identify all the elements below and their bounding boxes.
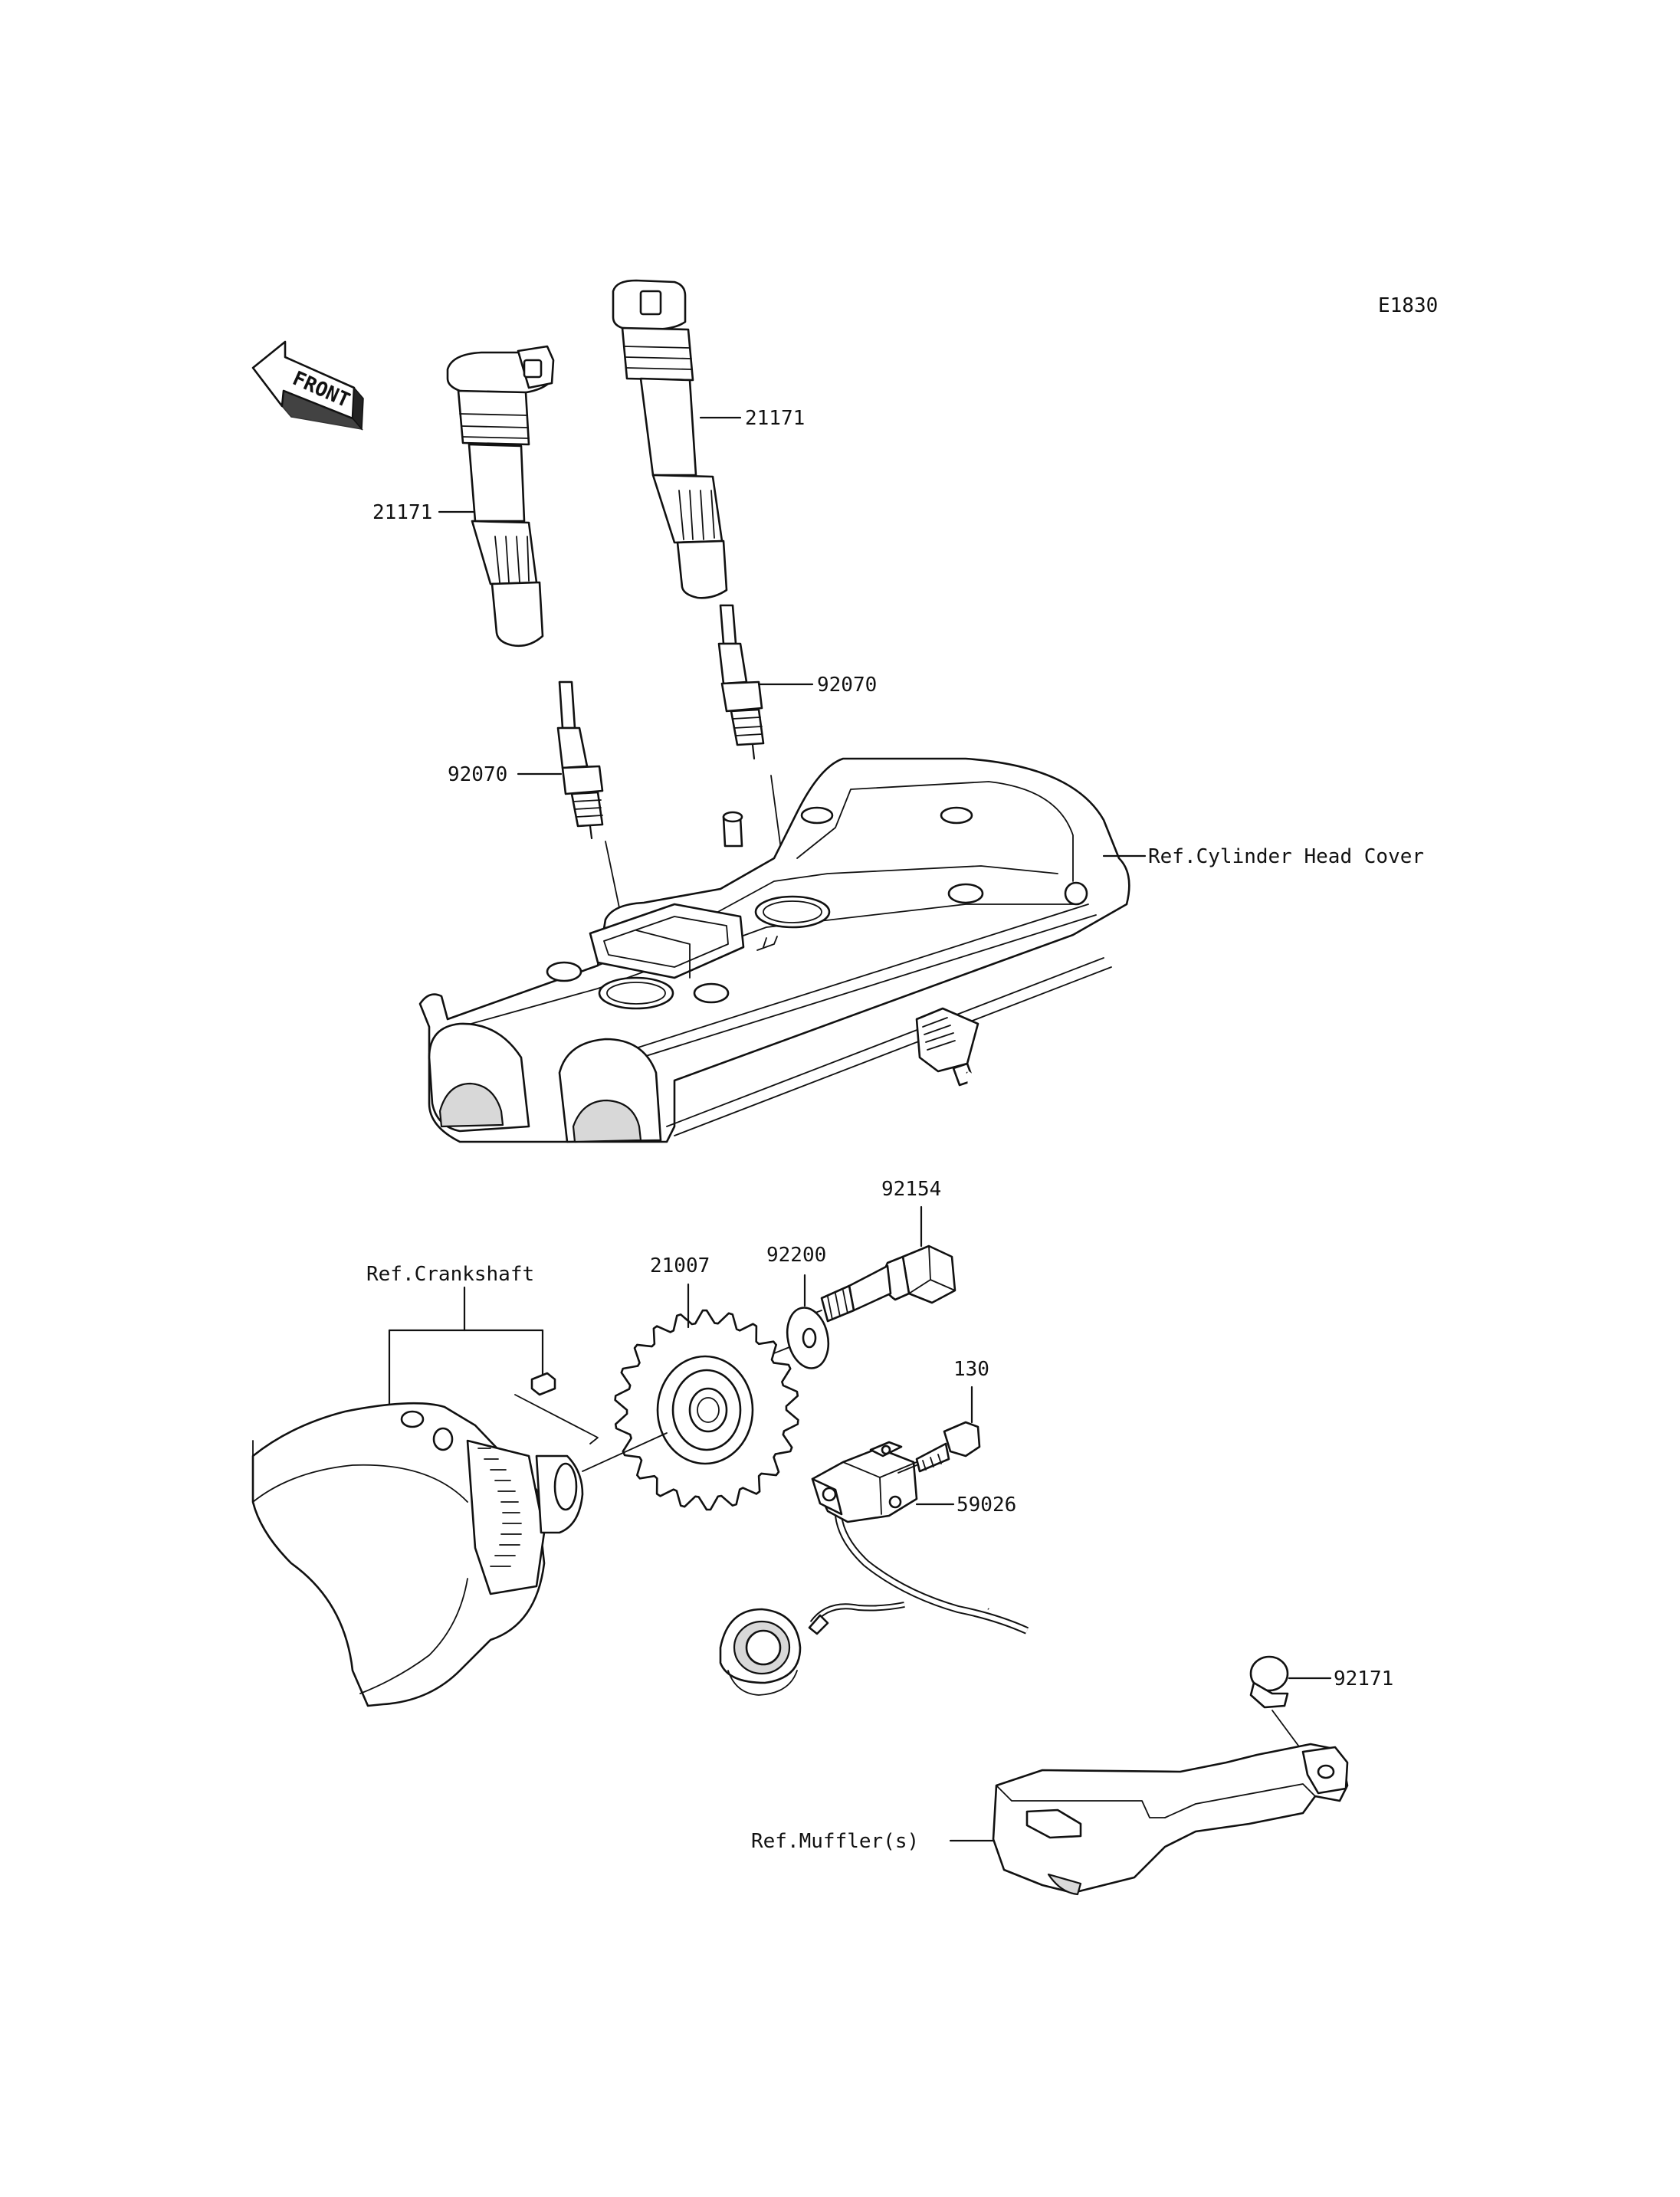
bolt-callout: 92154	[881, 1178, 941, 1201]
cylinder-head-cover: Ref.Cylinder Head Cover	[418, 757, 1424, 1143]
ignition-coil-left: 21171	[372, 345, 555, 648]
screw-callout: 130	[953, 1358, 989, 1381]
pickup-coil: 59026	[811, 1441, 1016, 1523]
screw: 130	[897, 1358, 989, 1474]
pickup-harness	[719, 1007, 1238, 1696]
coil-right-callout: 21171	[745, 407, 805, 430]
ignition-coil-right: 21171	[612, 279, 805, 599]
washer-callout: 92200	[766, 1244, 826, 1267]
timing-rotor: 21007	[582, 1254, 799, 1511]
crankshaft-ref: Ref.Crankshaft	[366, 1263, 534, 1286]
washer: 92200	[735, 1244, 830, 1369]
rotor-callout: 21007	[650, 1254, 710, 1277]
grommet-icon	[719, 1608, 829, 1696]
crankshaft: Ref.Crankshaft	[251, 1263, 599, 1707]
plug-right-callout: 92070	[817, 674, 877, 697]
front-arrow-icon: FRONT	[251, 340, 364, 431]
diagram-id: E1830	[1378, 294, 1438, 317]
muffler-bracket: Ref.Muffler(s)	[751, 1743, 1349, 1896]
spark-plug-left: 92070	[448, 680, 604, 840]
pickup-callout: 59026	[956, 1494, 1016, 1517]
spark-plug-right: 92070	[717, 604, 877, 760]
muffler-ref: Ref.Muffler(s)	[751, 1830, 919, 1853]
clamp-callout: 92171	[1334, 1667, 1393, 1690]
head-cover-ref: Ref.Cylinder Head Cover	[1148, 845, 1424, 868]
coil-left-callout: 21171	[372, 501, 432, 524]
clamp: 92171	[1249, 1655, 1393, 1753]
plug-left-callout: 92070	[448, 763, 507, 786]
